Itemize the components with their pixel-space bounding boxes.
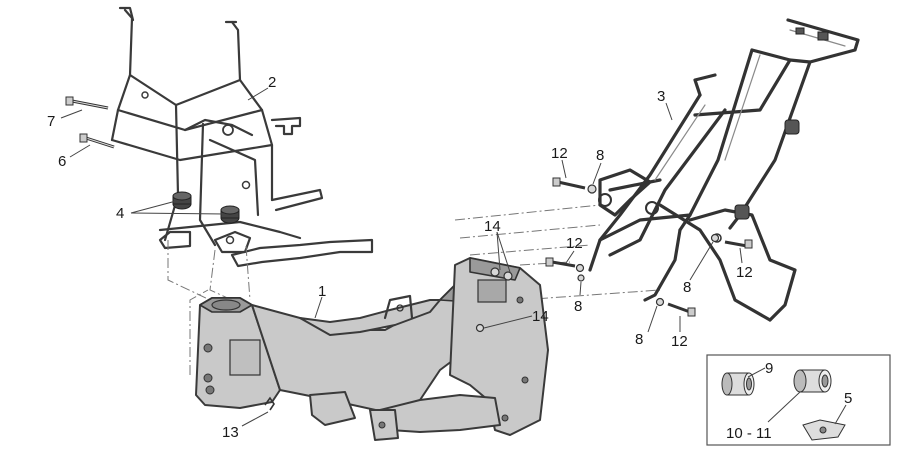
callout-9: 9 [765,360,773,377]
callout-12-right: 12 [736,264,753,281]
assembly-guide-lines [167,204,661,400]
callout-7: 7 [47,113,55,130]
bolt-part-7 [65,96,109,110]
callout-8-lower: 8 [635,331,643,348]
rear-subframe-part-3 [588,18,860,322]
leader-lines [60,87,847,427]
callout-2: 2 [268,74,276,91]
callout-8-center: 8 [574,298,582,315]
clip-nut-part-5 [802,419,846,441]
callout-10-11: 10 - 11 [726,425,772,442]
callout-12-center: 12 [566,235,583,252]
callout-14-lower: 14 [532,308,549,325]
callout-13: 13 [222,424,239,441]
callout-4: 4 [116,205,124,222]
inset-parts-box [706,354,891,446]
callout-6: 6 [58,153,66,170]
callout-14-upper: 14 [484,218,501,235]
rubber-mount-part-4 [172,191,240,224]
callout-3: 3 [657,88,665,105]
bolt-part-6 [79,133,115,149]
spacer-part-10-11 [793,369,832,393]
callout-5: 5 [844,390,852,407]
callout-1: 1 [318,283,326,300]
bushing-part-9 [721,372,755,396]
main-frame-part-1 [195,257,549,441]
callout-8-upper: 8 [596,147,604,164]
bolts-and-washers-12-8 [545,177,753,317]
callout-8-right: 8 [683,279,691,296]
callout-labels: 1 2 3 4 5 6 7 8 8 8 8 9 10 - 11 12 12 12… [47,74,852,442]
pin-part-13 [264,396,275,411]
callout-12-upper: 12 [551,145,568,162]
callout-12-lower: 12 [671,333,688,350]
front-subframe-part-2 [110,6,374,268]
